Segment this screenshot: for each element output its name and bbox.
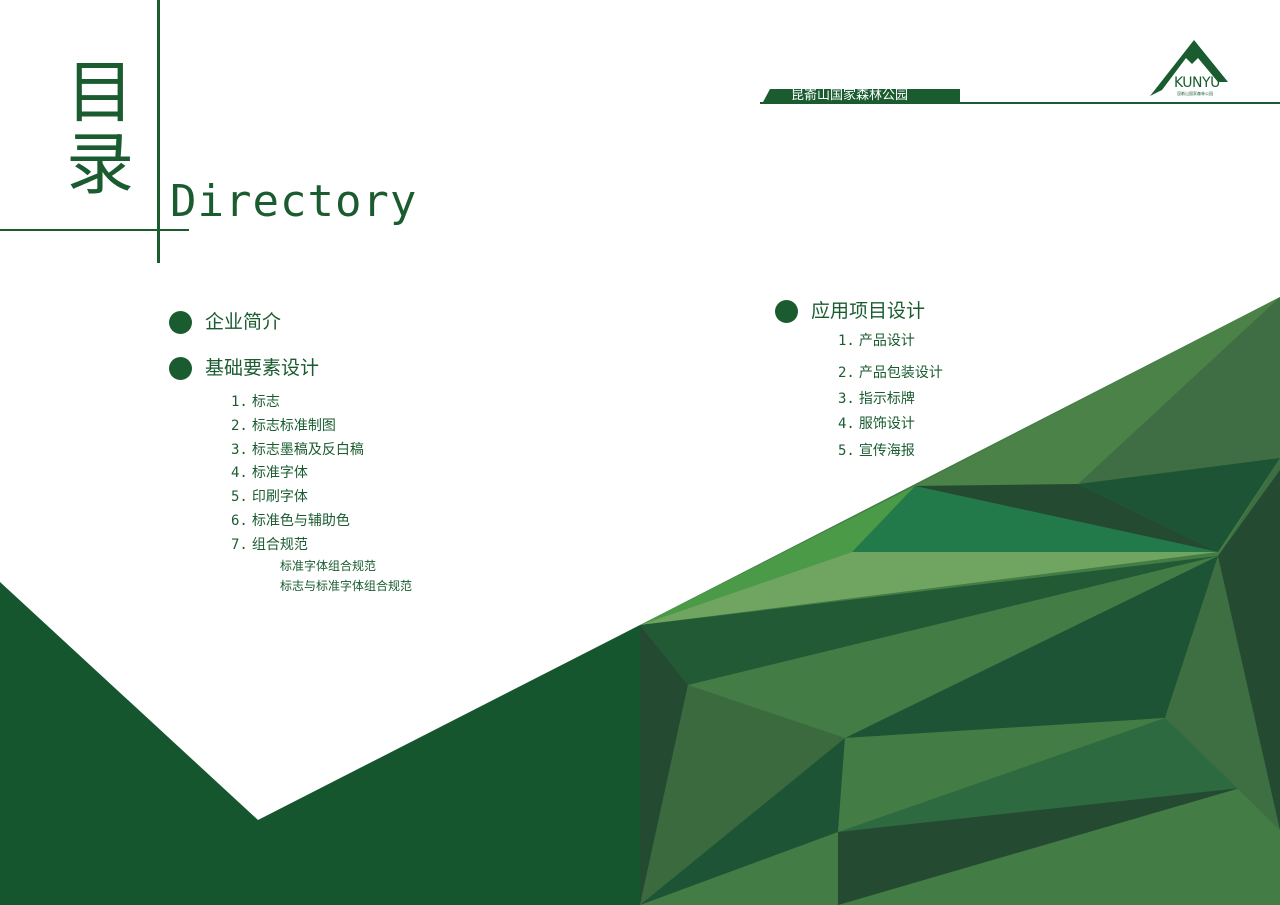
- facet: [640, 685, 845, 905]
- brand-rule: [760, 102, 1280, 104]
- facet: [640, 625, 688, 905]
- section-applications: 应用项目设计: [775, 299, 925, 323]
- list-item: 3.标志墨稿及反白稿: [231, 442, 364, 458]
- logo-wordmark: KUNYU: [1174, 75, 1220, 91]
- section-label: 基础要素设计: [205, 357, 320, 379]
- facet: [915, 484, 1218, 552]
- sublist-item: 标志与标准字体组合规范: [280, 579, 413, 593]
- basic-elements-list: 1.标志 2.标志标准制图 3.标志墨稿及反白稿 4.标准字体 5.印刷字体 6…: [231, 390, 364, 557]
- bullet-dot: [775, 299, 798, 323]
- facet: [688, 556, 1218, 738]
- header-horizontal-rule: [0, 229, 189, 231]
- list-item: 6.标准色与辅助色: [231, 513, 350, 529]
- left-green-wedge: [0, 582, 640, 905]
- facet: [640, 486, 915, 625]
- facet: [915, 297, 1280, 486]
- bullet-dot: [169, 356, 192, 380]
- facet: [845, 556, 1218, 738]
- facet: [1078, 458, 1280, 552]
- facet: [838, 788, 1240, 905]
- page-title-english: Directory: [170, 176, 418, 227]
- section-label: 应用项目设计: [811, 300, 926, 322]
- list-item: 1.产品设计: [838, 333, 915, 349]
- sublist-item: 标准字体组合规范: [280, 559, 377, 573]
- section-label: 企业简介: [205, 311, 282, 333]
- logo-subtitle: 昆嵛山国家森林公园: [1177, 91, 1213, 96]
- list-item: 2.产品包装设计: [838, 365, 943, 381]
- brand-tag-text: 昆嵛山国家森林公园: [791, 88, 909, 103]
- applications-list: 1.产品设计 2.产品包装设计 3.指示标牌 4.服饰设计 5.宣传海报: [838, 330, 943, 462]
- combination-sublist: 标准字体组合规范 标志与标准字体组合规范: [280, 556, 412, 596]
- facet: [640, 552, 1218, 625]
- bullet-dot: [169, 310, 192, 334]
- kunyu-mountain-logo-icon: [1150, 40, 1228, 96]
- list-item: 7.组合规范: [231, 537, 308, 553]
- section-company-intro: 企业简介: [169, 310, 281, 334]
- page-title-chinese: 目录: [66, 54, 135, 205]
- facet: [1165, 718, 1280, 830]
- facet: [640, 556, 1218, 685]
- header-vertical-rule: [157, 0, 160, 263]
- list-item: 4.服饰设计: [838, 416, 915, 432]
- facet: [838, 718, 1240, 832]
- facet: [1218, 470, 1280, 830]
- facet: [852, 486, 1218, 552]
- list-item: 5.印刷字体: [231, 489, 308, 505]
- list-item: 5.宣传海报: [838, 443, 915, 459]
- list-item: 3.指示标牌: [838, 391, 915, 407]
- list-item: 1.标志: [231, 394, 280, 410]
- brand-tag-background: [762, 89, 960, 104]
- facet: [640, 738, 845, 905]
- list-item: 2.标志标准制图: [231, 418, 336, 434]
- section-basic-elements: 基础要素设计: [169, 356, 319, 380]
- list-item: 4.标准字体: [231, 465, 308, 481]
